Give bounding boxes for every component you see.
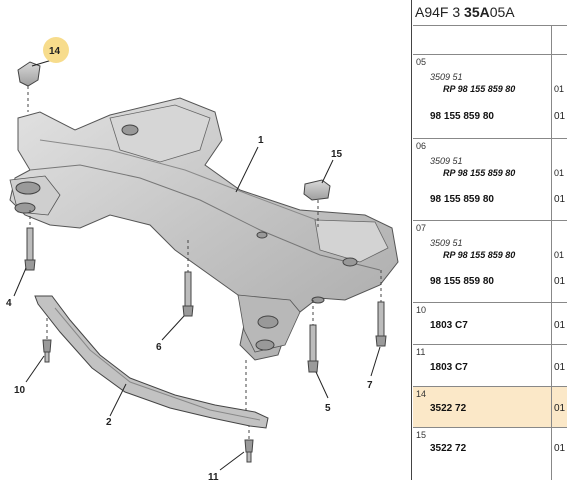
row-replacement-part[interactable]: RP 98 155 859 80 (443, 168, 516, 178)
clip-part-14[interactable] (17, 61, 41, 112)
row-part-number[interactable]: 3522 72 (430, 443, 467, 454)
row-replacement-qty: 01 (554, 168, 565, 178)
row-position: 11 (416, 347, 426, 357)
row-part-number[interactable]: 1803 C7 (430, 320, 468, 331)
parts-row-05[interactable]: 05 3509 51 RP 98 155 859 80 01 98 155 85… (413, 55, 567, 139)
code-prefix: A94F 3 (415, 4, 461, 20)
row-qty: 01 (554, 320, 566, 331)
callout-6[interactable]: 6 (156, 342, 162, 353)
callout-14[interactable]: 14 (49, 46, 61, 57)
row-qty: 01 (554, 111, 566, 122)
row-position: 14 (416, 389, 427, 399)
bolt-part-5[interactable] (307, 300, 319, 373)
row-reference: 3509 51 (430, 72, 463, 82)
row-replacement-qty: 01 (554, 250, 565, 260)
row-position: 06 (416, 141, 427, 151)
header-spacer (413, 26, 567, 55)
row-part-number[interactable]: 1803 C7 (430, 362, 468, 373)
diagram-code-header: A94F 3 35A05A (413, 0, 567, 26)
callout-2[interactable]: 2 (106, 417, 112, 428)
parts-row-11[interactable]: 11 1803 C7 01 (413, 345, 567, 387)
bolt-part-10[interactable] (42, 312, 52, 363)
row-position: 07 (416, 223, 427, 233)
panel-divider (411, 0, 412, 480)
callout-7[interactable]: 7 (367, 380, 373, 391)
row-qty: 01 (554, 194, 566, 205)
parts-row-14-selected[interactable]: 14 3522 72 01 (413, 387, 567, 428)
row-reference: 3509 51 (430, 238, 463, 248)
callout-5[interactable]: 5 (325, 403, 331, 414)
parts-list-panel: A94F 3 35A05A 05 3509 51 RP 98 155 859 8… (413, 0, 567, 480)
row-qty: 01 (554, 403, 566, 414)
callout-15[interactable]: 15 (331, 149, 343, 160)
bolt-part-4[interactable] (24, 210, 36, 271)
row-replacement-part[interactable]: RP 98 155 859 80 (443, 250, 516, 260)
row-qty: 01 (554, 362, 566, 373)
row-position: 10 (416, 305, 427, 315)
qty-column-divider (551, 26, 552, 480)
row-replacement-part[interactable]: RP 98 155 859 80 (443, 84, 516, 94)
row-replacement-qty: 01 (554, 84, 565, 94)
parts-row-10[interactable]: 10 1803 C7 01 (413, 303, 567, 345)
stay-bar-part-2[interactable] (34, 295, 269, 429)
callout-4[interactable]: 4 (6, 298, 12, 309)
bolt-part-6[interactable] (182, 240, 194, 317)
bolt-part-11[interactable] (244, 424, 254, 463)
row-part-number[interactable]: 3522 72 (430, 403, 467, 414)
bolt-part-7[interactable] (375, 270, 387, 347)
callout-badge-14 (43, 37, 69, 63)
parts-diagram: 1 2 4 5 6 7 10 11 14 15 (6, 37, 399, 480)
code-suffix: 05A (489, 4, 515, 20)
row-position: 15 (416, 430, 427, 440)
callout-11[interactable]: 11 (208, 472, 219, 480)
row-part-number[interactable]: 98 155 859 80 (430, 276, 494, 287)
row-position: 05 (416, 57, 427, 67)
callout-10[interactable]: 10 (14, 385, 26, 396)
row-qty: 01 (554, 443, 566, 454)
code-bold: 35A (464, 4, 490, 20)
row-reference: 3509 51 (430, 156, 463, 166)
parts-row-06[interactable]: 06 3509 51 RP 98 155 859 80 01 98 155 85… (413, 139, 567, 221)
callout-1[interactable]: 1 (258, 135, 264, 146)
row-part-number[interactable]: 98 155 859 80 (430, 194, 494, 205)
subframe-part[interactable] (9, 97, 399, 361)
clip-part-15[interactable] (303, 179, 331, 228)
row-part-number[interactable]: 98 155 859 80 (430, 111, 494, 122)
parts-row-07[interactable]: 07 3509 51 RP 98 155 859 80 01 98 155 85… (413, 221, 567, 303)
row-qty: 01 (554, 276, 566, 287)
parts-row-15[interactable]: 15 3522 72 01 (413, 428, 567, 480)
